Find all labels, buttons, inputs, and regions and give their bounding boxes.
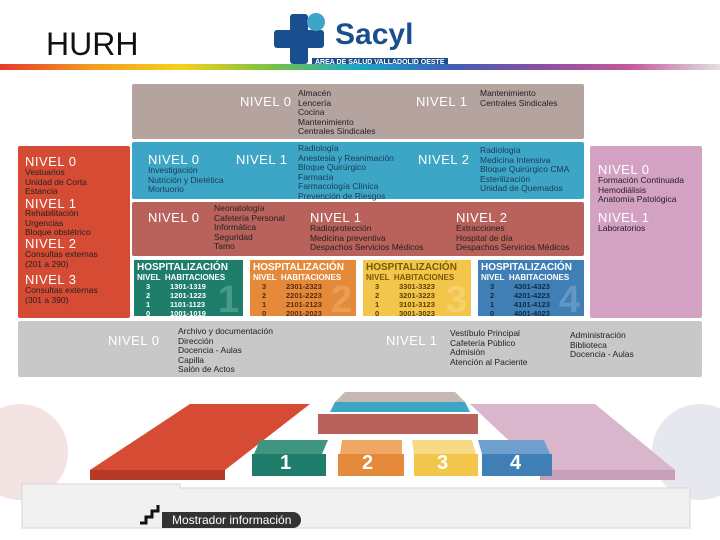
level-label: NIVEL 0 <box>148 210 200 225</box>
block-number: 4 <box>558 279 580 318</box>
left-column: NIVEL 0 Vestuarios Unidad de Corta Estan… <box>18 146 130 318</box>
area-list: Almacén Lencería Cocina Mantenimiento Ce… <box>298 88 376 137</box>
block-label: 1 <box>280 452 292 474</box>
level-label: NIVEL 0 <box>148 152 200 167</box>
level-label: NIVEL 3 <box>25 272 77 287</box>
area-list: Administración Biblioteca Docencia - Aul… <box>570 330 634 360</box>
level-label: NIVEL 0 <box>108 333 160 348</box>
block-rooms: 1301-1319 1201-1223 1101-1123 1001-1019 <box>170 282 206 318</box>
level-label: NIVEL 0 <box>240 94 292 109</box>
perspective-illustration <box>0 382 720 540</box>
area-list: Archivo y documentación Dirección Docenc… <box>178 326 273 375</box>
hospitalization-block-4: HOSPITALIZACIÓN NIVEL HABITACIONES 3 2 1… <box>476 258 586 318</box>
level-label: NIVEL 1 <box>386 333 438 348</box>
block-title: HOSPITALIZACIÓN <box>366 262 457 273</box>
block-columns: NIVEL HABITACIONES <box>253 273 342 282</box>
area-list: Neonatología Cafetería Personal Informát… <box>214 203 285 252</box>
area-list: Investigación Nutrición y Dietética Mort… <box>148 165 224 195</box>
block-columns: NIVEL HABITACIONES <box>366 273 455 282</box>
area-list: Radiología Anestesia y Reanimación Bloqu… <box>298 143 394 201</box>
block-label: 3 <box>437 452 449 474</box>
level-label: NIVEL 0 <box>25 154 77 169</box>
area-list: Vestíbulo Principal Cafetería Público Ad… <box>450 328 528 367</box>
area-list: Rehabilitación Urgencias Bloque obstétri… <box>25 208 91 238</box>
blue-band: NIVEL 0 Investigación Nutrición y Dietét… <box>132 142 584 201</box>
area-list: Formación Continuada Hemodiálisis Anatom… <box>598 175 684 205</box>
top-band: NIVEL 0 Almacén Lencería Cocina Mantenim… <box>132 84 584 139</box>
block-floors: 3 2 1 0 <box>490 282 495 318</box>
block-rooms: 2301-2323 2201-2223 2101-2123 2001-2023 <box>286 282 322 318</box>
block-title: HOSPITALIZACIÓN <box>137 262 228 273</box>
level-label: NIVEL 2 <box>418 152 470 167</box>
block-number: 2 <box>330 279 352 318</box>
ground-band: NIVEL 0 Archivo y documentación Direcció… <box>18 321 702 377</box>
block-rooms: 4301-4323 4201-4223 4101-4123 4001-4023 <box>514 282 550 318</box>
block-floors: 3 2 1 0 <box>262 282 267 318</box>
level-label: NIVEL 1 <box>416 94 468 109</box>
block-label: 2 <box>362 452 374 474</box>
brick-band: NIVEL 0 Neonatología Cafetería Personal … <box>132 202 584 256</box>
area-list: Radioprotección Medicina preventiva Desp… <box>310 223 424 253</box>
area-list: Consultas externas (201 a 290) <box>25 249 98 269</box>
block-columns: NIVEL HABITACIONES <box>137 273 226 282</box>
level-label: NIVEL 1 <box>25 196 77 211</box>
hospitalization-block-3: HOSPITALIZACIÓN NIVEL HABITACIONES 3 2 1… <box>361 258 473 318</box>
hospitalization-block-1: HOSPITALIZACIÓN NIVEL HABITACIONES 3 2 1… <box>132 258 245 318</box>
block-title: HOSPITALIZACIÓN <box>481 262 572 273</box>
area-list: Laboratorios <box>598 223 646 233</box>
area-list: Vestuarios Unidad de Corta Estancia <box>25 167 87 197</box>
level-label: NIVEL 2 <box>25 236 77 251</box>
block-rooms: 3301-3323 3201-3223 3101-3123 3001-3023 <box>399 282 435 318</box>
area-list: Mantenimiento Centrales Sindicales <box>480 88 558 108</box>
right-column: NIVEL 0 Formación Continuada Hemodiálisi… <box>590 146 702 318</box>
block-title: HOSPITALIZACIÓN <box>253 262 344 273</box>
area-list: Consultas externas (301 a 390) <box>25 285 98 305</box>
page-title: HURH <box>46 26 139 62</box>
logo-subtitle: ÁREA DE SALUD VALLADOLID OESTE <box>312 58 448 67</box>
level-label: NIVEL 2 <box>456 210 508 225</box>
level-label: NIVEL 0 <box>598 162 650 177</box>
level-label: NIVEL 1 <box>598 210 650 225</box>
block-floors: 3 2 1 0 <box>375 282 380 318</box>
block-floors: 3 2 1 0 <box>146 282 151 318</box>
block-label: 4 <box>510 452 522 474</box>
logo-text: Sacyl <box>335 18 414 51</box>
block-number: 1 <box>217 279 239 318</box>
level-label: NIVEL 1 <box>310 210 362 225</box>
block-number: 3 <box>445 279 467 318</box>
block-columns: NIVEL HABITACIONES <box>481 273 570 282</box>
sacyl-cross-icon <box>274 13 325 64</box>
stairs-icon <box>140 505 160 525</box>
info-desk-label: Mostrador información <box>162 512 302 528</box>
area-list: Radiología Medicina Intensiva Bloque Qui… <box>480 145 570 194</box>
hospitalization-block-2: HOSPITALIZACIÓN NIVEL HABITACIONES 3 2 1… <box>248 258 358 318</box>
area-list: Extracciones Hospital de día Despachos S… <box>456 223 570 253</box>
level-label: NIVEL 1 <box>236 152 288 167</box>
rainbow-divider <box>0 64 720 70</box>
